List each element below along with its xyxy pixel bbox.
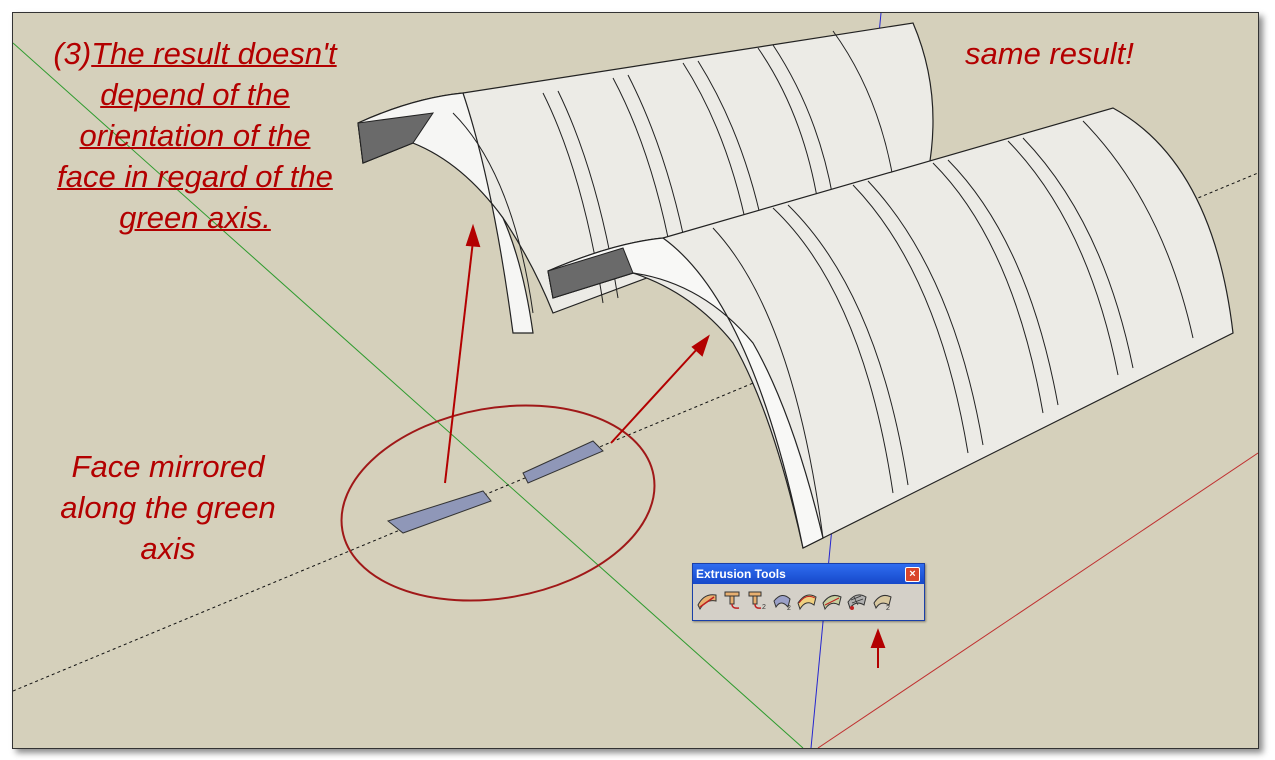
annotation-title-line: orientation of the <box>79 118 311 153</box>
face-profile-right <box>522 440 604 484</box>
close-button[interactable]: × <box>905 567 920 582</box>
extrude-by-rails-alt-icon[interactable] <box>820 587 844 613</box>
annotation-prefix: (3) <box>53 36 92 71</box>
svg-text:2: 2 <box>762 604 766 611</box>
annotation-title-line: face in regard of the <box>57 159 333 194</box>
annotation-title-line: depend of the <box>100 77 290 112</box>
extrude-by-rails-icon[interactable] <box>795 587 819 613</box>
model-scene <box>13 13 1258 748</box>
extrude-edges-by-face-icon[interactable]: 2 <box>870 587 894 613</box>
lathe-icon[interactable]: 2 <box>770 587 794 613</box>
annotation-arrows <box>444 223 886 668</box>
annotation-face-mirrored: Face mirrored along the green axis <box>33 446 303 569</box>
face-profile-left <box>386 490 492 534</box>
annotation-face-line: axis <box>140 531 196 566</box>
extrude-edges-by-rails-icon[interactable] <box>695 587 719 613</box>
highlight-ellipse <box>340 404 656 602</box>
annotation-title-block: (3)The result doesn't depend of the orie… <box>15 33 375 238</box>
toolbar-tools: 2 2 2 <box>693 584 924 616</box>
annotation-face-line: Face mirrored <box>71 449 265 484</box>
toolbar-title: Extrusion Tools <box>696 567 786 581</box>
extrusion-tools-toolbar[interactable]: Extrusion Tools × 2 2 <box>692 563 925 621</box>
green-axis <box>13 42 804 748</box>
annotation-same-result: same result! <box>965 36 1134 71</box>
red-axis <box>817 452 1258 748</box>
arch-extrusion-front <box>547 107 1234 549</box>
svg-text:2: 2 <box>787 605 791 611</box>
follow-me-and-keep-alt-icon[interactable]: 2 <box>745 587 769 613</box>
toolbar-titlebar[interactable]: Extrusion Tools × <box>693 564 924 584</box>
svg-text:2: 2 <box>886 605 890 611</box>
annotation-face-line: along the green <box>60 490 276 525</box>
annotation-title-line: green axis. <box>119 200 271 235</box>
annotation-title-line: The result doesn't <box>91 36 337 71</box>
follow-me-and-keep-icon[interactable] <box>720 587 744 613</box>
extrude-by-rails-with-lattice-icon[interactable] <box>845 587 869 613</box>
sketchup-viewport[interactable]: (3)The result doesn't depend of the orie… <box>12 12 1259 749</box>
